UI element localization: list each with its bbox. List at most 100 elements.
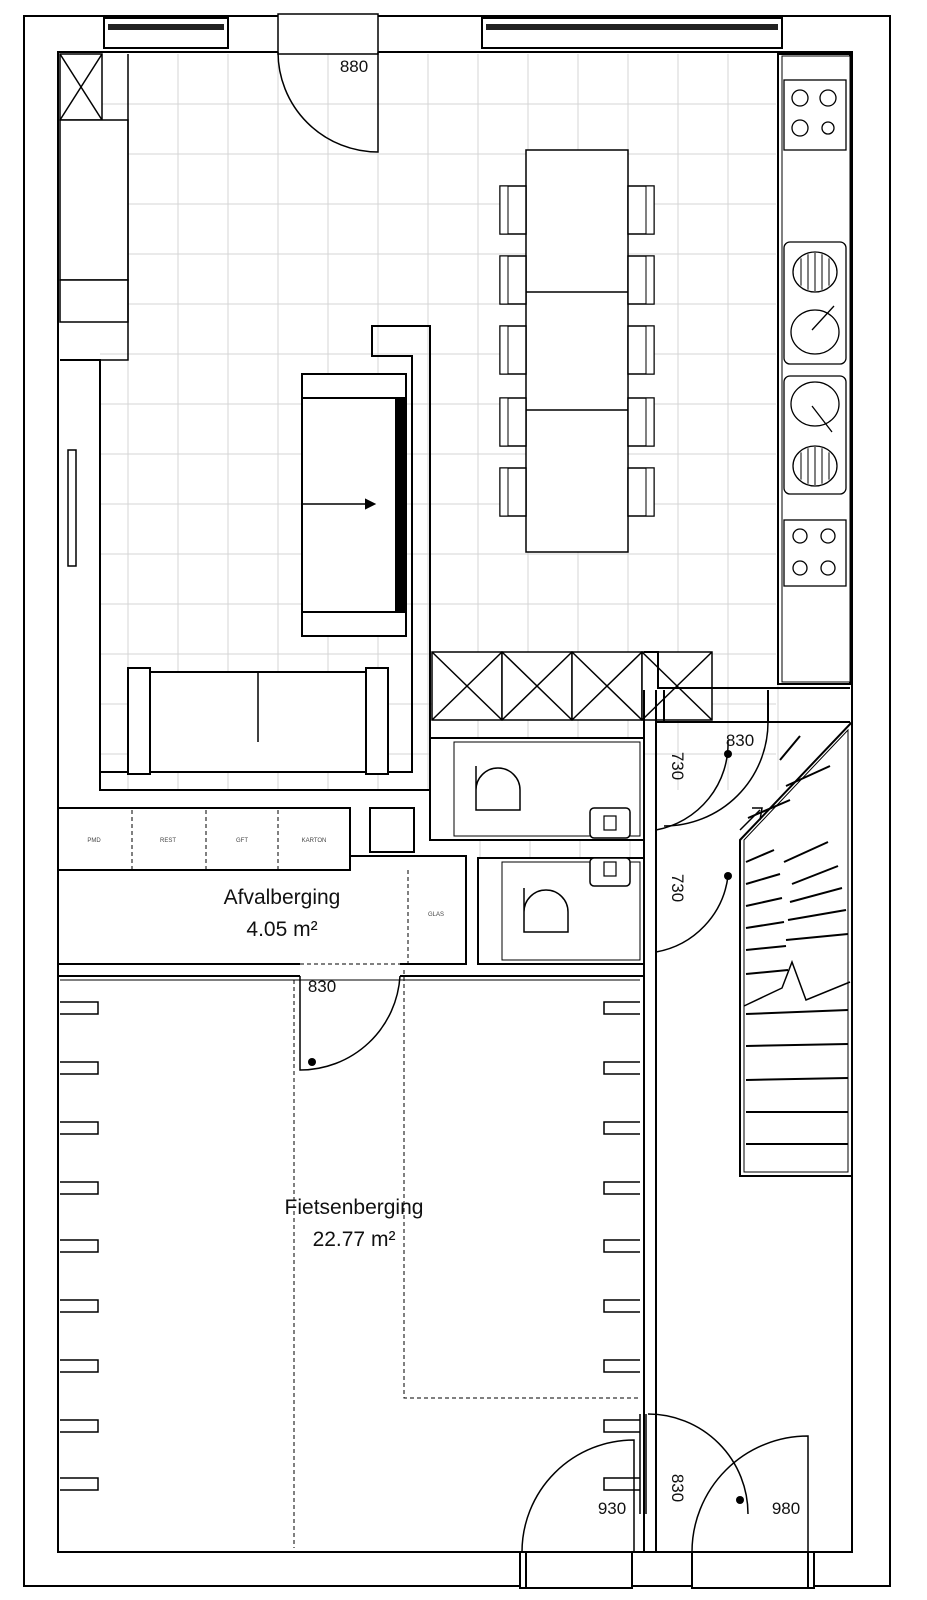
stair-tread <box>745 849 775 863</box>
bike-rack-icon <box>603 1239 640 1253</box>
wall-light-switch <box>67 449 77 567</box>
door-swing-icon <box>521 1439 635 1553</box>
door-swing-icon <box>663 721 769 827</box>
bin-label-glas: GLAS <box>428 912 444 918</box>
chair-back <box>645 397 655 447</box>
bike-rack-icon <box>60 1061 99 1075</box>
entrance-opening-right <box>691 1551 815 1589</box>
bin-label-pmd: PMD <box>87 838 101 844</box>
bike-rack-icon <box>603 1477 640 1491</box>
bin-dividers <box>131 810 409 965</box>
cabinet-low <box>59 279 129 323</box>
sofa-arm-top <box>301 373 407 399</box>
stair-tread <box>787 909 847 921</box>
door-handle <box>724 750 732 758</box>
chair-back <box>499 467 509 517</box>
dining-chairs <box>499 185 655 517</box>
chair-back <box>499 325 509 375</box>
fietsenberging-area: 22.77 m² <box>313 1228 396 1251</box>
stair-tread <box>745 1077 849 1081</box>
sofa-frame <box>301 373 407 637</box>
door-swing-icon <box>647 1413 749 1515</box>
bike-rack-icon <box>603 1359 640 1373</box>
burner <box>792 560 808 576</box>
front-door-opening <box>277 13 379 55</box>
bike-rack-icon <box>603 1181 640 1195</box>
stove-icon <box>783 79 847 151</box>
door-handles <box>308 750 744 1504</box>
toilet-icon <box>523 888 569 933</box>
afvalberging-wall <box>58 855 467 965</box>
kitchen-wall-corner <box>644 651 850 689</box>
burner <box>791 119 809 137</box>
bike-rack-icon <box>603 1061 640 1075</box>
toilet-room-1 <box>429 737 645 841</box>
bike-rack-icon <box>60 1001 99 1015</box>
armchair-arm-right <box>365 667 389 775</box>
stair-tread <box>745 873 781 885</box>
cabinet-cross-b <box>59 53 103 121</box>
stair-tread <box>745 1043 849 1047</box>
storage-cabinets <box>431 651 713 721</box>
sink-unit <box>783 241 847 495</box>
burner <box>820 560 836 576</box>
sink-tap <box>811 405 833 433</box>
dimension-door-toilet-2: 730 <box>668 874 687 902</box>
bike-rack-icon <box>60 1299 99 1313</box>
chair-back <box>499 397 509 447</box>
stair-icon <box>739 719 853 1177</box>
bike-rack-icon <box>603 1121 640 1135</box>
bike-rack-icon <box>60 1181 99 1195</box>
armchair-arm-left <box>127 667 151 775</box>
stair-tread <box>785 765 831 787</box>
door-handle <box>308 1058 316 1066</box>
stair-tread <box>745 897 783 907</box>
armchair <box>127 667 389 775</box>
door-handle <box>736 1496 744 1504</box>
stove-icon <box>783 519 847 587</box>
chair-back <box>645 255 655 305</box>
door-handle <box>724 872 732 880</box>
bike-rack-icon <box>60 1121 99 1135</box>
sink-ribs <box>800 253 830 485</box>
left-cabinets <box>59 53 129 361</box>
door-swing-icon <box>299 975 401 1071</box>
window-left <box>103 17 229 49</box>
bike-rack-icon <box>603 1299 640 1313</box>
hall-walls <box>643 690 850 1552</box>
cabinet-cross <box>431 651 503 721</box>
toilet-icon <box>475 766 521 811</box>
stair-tread <box>789 887 843 903</box>
bike-rack-icon <box>603 1419 640 1433</box>
burner <box>791 89 809 107</box>
stair-tread <box>745 1009 849 1015</box>
bike-rack-icon <box>60 1359 99 1373</box>
stair-outline <box>743 728 849 1173</box>
bottom-entrance <box>519 1551 815 1589</box>
bike-zone-dashed <box>293 970 640 1548</box>
door-swing-icon <box>655 875 729 953</box>
bike-rack-icon <box>603 1001 640 1015</box>
bin-label-rest: REST <box>160 838 176 844</box>
sink-tap <box>811 305 835 331</box>
cabinet-cross <box>501 651 573 721</box>
sink-tap <box>603 861 617 877</box>
dining-table <box>525 149 629 553</box>
bin-label-karton: KARTON <box>302 838 327 844</box>
stair-tread <box>783 841 829 863</box>
window-right-sill <box>486 24 778 30</box>
afvalberging-area: 4.05 m² <box>246 918 317 941</box>
sofa <box>301 373 407 637</box>
burner <box>820 528 836 544</box>
sofa-arm-bottom <box>301 611 407 637</box>
dimension-door-bottom-mid: 830 <box>668 1474 687 1502</box>
windows <box>103 13 783 55</box>
burner <box>792 528 808 544</box>
living-wall-outline <box>60 325 431 791</box>
chair-back <box>645 325 655 375</box>
dimension-door-bottom-right: 980 <box>772 1499 800 1518</box>
chair-back <box>499 255 509 305</box>
toilet-room-2 <box>477 857 645 965</box>
cabinet-cross <box>641 651 713 721</box>
